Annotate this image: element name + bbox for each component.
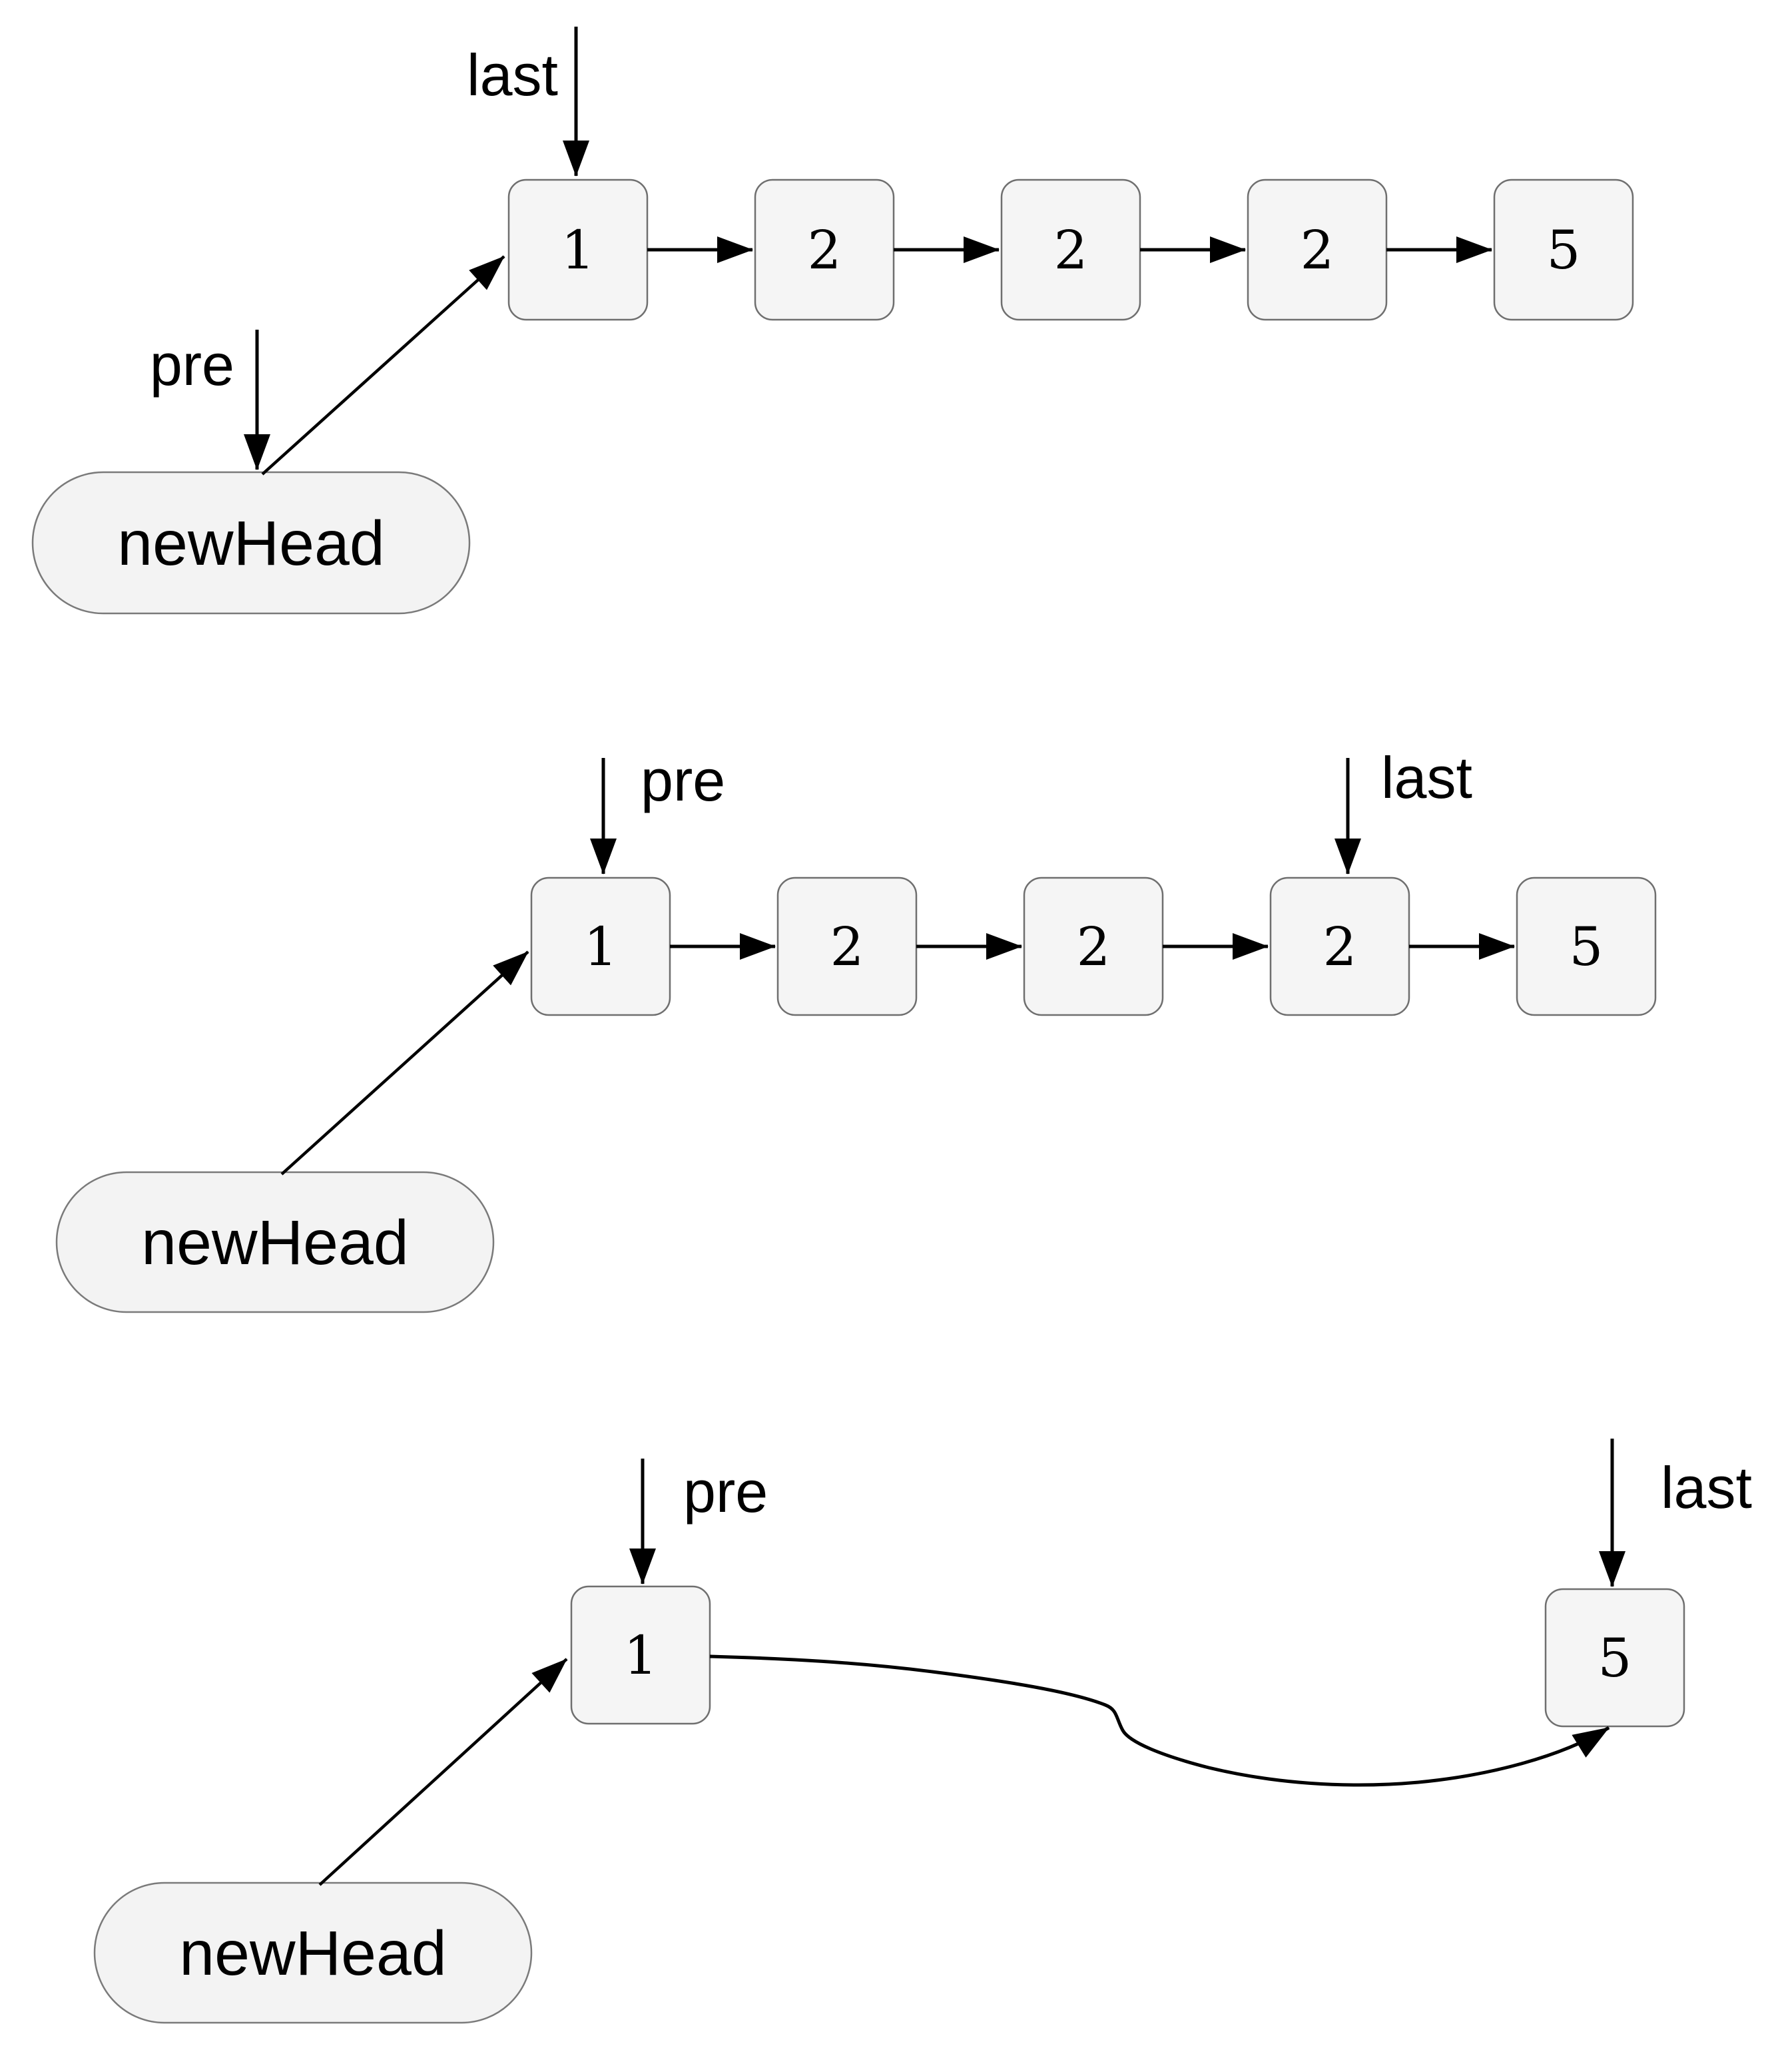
list-node-box [1544, 1588, 1685, 1728]
list-node-box [1516, 876, 1657, 1016]
list-node-box [1493, 178, 1634, 321]
newhead-label: newHead [117, 508, 384, 579]
node-value: 5 [1547, 219, 1581, 281]
newhead-label: newHead [179, 1918, 446, 1989]
list-node-box [570, 1585, 711, 1725]
node-value: 2 [1301, 219, 1334, 281]
node-value: 2 [830, 916, 864, 978]
node-value: 1 [584, 916, 618, 978]
last-pointer-label: last [467, 42, 558, 108]
last-pointer-label: last [1381, 745, 1472, 811]
last-pointer-label: last [1661, 1455, 1752, 1521]
panel-state-1: last pre 1 2 2 2 5 newHead [31, 27, 1634, 615]
node-value: 2 [1077, 916, 1111, 978]
node-value: 2 [808, 219, 842, 281]
newhead-to-node1-arrow [318, 1658, 568, 1886]
pre-pointer-label: pre [641, 747, 725, 813]
node-value: 1 [561, 219, 595, 281]
node1-to-node5-skip-arrow [709, 1654, 1610, 1787]
newhead-to-node1-arrow [261, 255, 505, 476]
newhead-box [31, 471, 471, 615]
newhead-box [55, 1171, 495, 1313]
panel-state-2: pre last 1 2 2 2 5 newHead [55, 745, 1657, 1313]
newhead-label: newHead [141, 1208, 408, 1278]
panel-state-3: pre last 1 5 newHead [93, 1439, 1752, 2024]
node-value: 2 [1323, 916, 1357, 978]
newhead-to-node1-arrow [280, 950, 529, 1176]
pre-pointer-label: pre [683, 1459, 768, 1525]
node-value: 5 [1598, 1627, 1632, 1689]
node-value: 1 [624, 1624, 658, 1686]
node-value: 2 [1054, 219, 1088, 281]
pre-pointer-label: pre [150, 332, 234, 398]
node-value: 5 [1570, 916, 1604, 978]
newhead-box [93, 1882, 533, 2024]
